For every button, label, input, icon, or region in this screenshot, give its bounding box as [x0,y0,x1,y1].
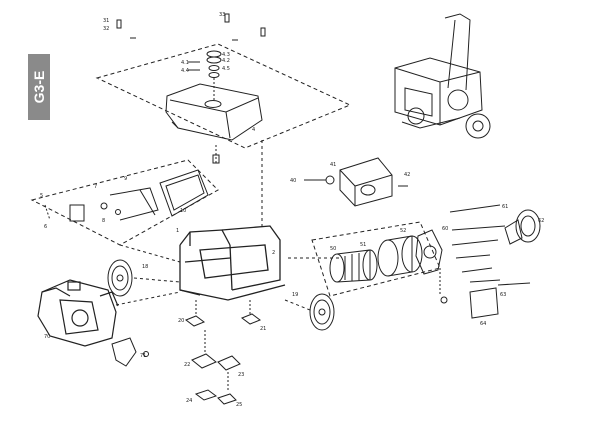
cover-box [440,287,499,319]
control-panel [44,169,209,222]
callout: 50 [330,246,336,252]
callout: 62 [538,218,544,224]
callout: 4.3 [222,52,230,58]
callout: 4.4 [181,68,189,74]
callout: 4.2 [222,58,230,64]
callout: 70 [44,334,50,340]
callout: 60 [442,226,448,232]
callout: 63 [500,292,506,298]
callout: 61 [502,204,508,210]
callout: 7 [94,184,97,190]
engine [37,279,119,347]
guide-panel-frame [119,244,181,263]
callout: 2 [272,250,275,256]
callout: 22 [184,362,190,368]
bracket [111,337,149,367]
panel-plane-outline [30,159,219,246]
stator [377,235,423,277]
callout: 25 [236,402,242,408]
section-tab: G3-E [28,54,50,120]
callout: 32 [103,26,109,32]
callout: 9 [124,176,127,182]
callout: 23 [238,372,244,378]
callout: 6 [44,224,47,230]
muffler [304,157,408,207]
drain-plug [212,154,220,164]
top-bolts [116,13,266,41]
callout: 4.5 [222,66,230,72]
callout: 51 [360,242,366,248]
callout: 20 [178,318,184,324]
callout: 21 [260,326,266,332]
fuel-cap-assembly [188,50,222,100]
callout: 71 [140,353,146,359]
wheel-right [309,293,335,331]
callout: 33 [219,12,225,18]
callout: 40 [290,178,296,184]
callout-labels: 31 32 33 4.3 4.2 4.1 4.4 4.5 4 1 2 5 6 7… [40,12,544,408]
rear-end-bell [504,209,541,245]
frame [179,225,286,301]
callout: 18 [142,264,148,270]
callout: 42 [404,172,410,178]
fuel-tank [165,83,263,141]
wheel-left [107,259,133,297]
through-bolts [449,204,531,286]
callout: 4.1 [181,60,189,66]
callout: 4 [252,127,255,133]
callout: 52 [400,228,406,234]
callout: 10 [180,208,186,214]
callout: 64 [480,321,486,327]
callout: 41 [330,162,336,168]
callout: 31 [103,18,109,24]
alternator-plane-outline [311,221,441,297]
mount-feet [184,300,262,405]
callout: 8 [102,218,105,224]
callout: 1 [176,228,179,234]
end-cover [415,229,443,275]
callout: 5 [40,193,43,199]
callout: 19 [292,292,298,298]
guide-engine-frame [115,291,181,306]
callout: 24 [186,398,192,404]
rotor [329,249,378,283]
assembled-generator [394,13,491,139]
